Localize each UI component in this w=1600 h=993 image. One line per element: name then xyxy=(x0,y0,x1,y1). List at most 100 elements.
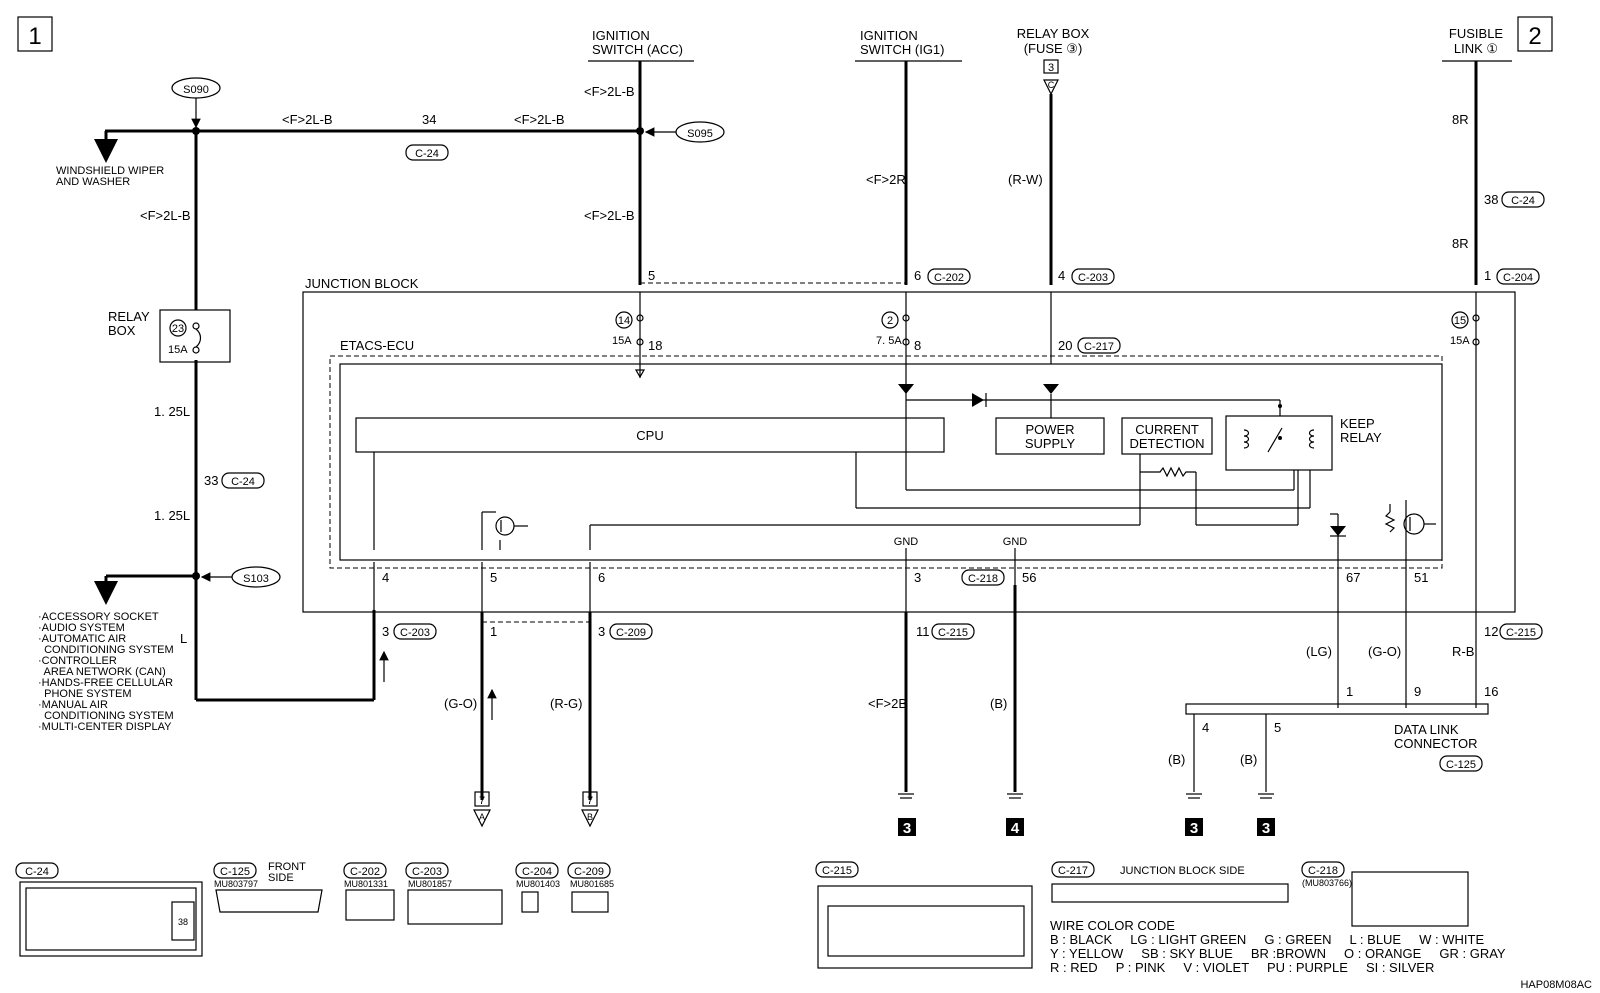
pin-3-ecu: 3 xyxy=(914,570,921,585)
accessory-item: CONDITIONING SYSTEM xyxy=(38,710,174,722)
splice-s103: S103 xyxy=(243,573,269,585)
color-code-row3: R : RED P : PINK V : VIOLET PU : PURPLE … xyxy=(1050,960,1434,975)
fuse-23: 23 xyxy=(172,323,184,335)
conn-c24-right: C-24 xyxy=(1511,195,1535,207)
pin-5-ecu: 5 xyxy=(490,570,497,585)
color-code-row2: Y : YELLOW SB : SKY BLUE BR :BROWN O : O… xyxy=(1050,946,1506,961)
view-c217-side: JUNCTION BLOCK SIDE xyxy=(1120,865,1245,877)
current-detection-block xyxy=(1121,417,1213,455)
pin-51: 51 xyxy=(1414,570,1428,585)
power-supply-label-1: POWER xyxy=(1025,422,1074,437)
fusible-label-2: LINK ① xyxy=(1454,41,1498,56)
pin-6-ecu: 6 xyxy=(598,570,605,585)
pin-4-top: 4 xyxy=(1058,268,1065,283)
wire-label-rw: (R-W) xyxy=(1008,172,1043,187)
splice-s095: S095 xyxy=(687,128,713,140)
wire-label-b-2: (B) xyxy=(1168,752,1185,767)
view-c209-label: C-209 xyxy=(574,866,604,878)
dlc-label-2: CONNECTOR xyxy=(1394,736,1478,751)
wire-label-f2b: <F>2B xyxy=(868,696,907,711)
ground-symbol xyxy=(1007,793,1023,799)
relay-fuse-label-1: RELAY BOX xyxy=(1017,26,1090,41)
fuse-14-amp: 15A xyxy=(612,335,632,347)
connector-view-c217 xyxy=(1051,883,1289,903)
pin-11: 11 xyxy=(916,624,930,639)
wire-label-lg: (LG) xyxy=(1306,644,1332,659)
relay-ref-letter: C xyxy=(1048,80,1055,90)
view-c125-side2: SIDE xyxy=(268,872,294,884)
connector-view-c209 xyxy=(571,891,609,913)
ground-symbol xyxy=(1258,793,1274,799)
conn-c218: C-218 xyxy=(968,573,998,585)
pin-18: 18 xyxy=(648,338,662,353)
wiper-label-1: WINDSHIELD WIPER xyxy=(56,165,164,177)
accessory-item: ·MULTI-CENTER DISPLAY xyxy=(38,721,172,733)
connector-view-c24 xyxy=(19,881,203,957)
gnd-label-1: GND xyxy=(894,536,919,548)
pin-20: 20 xyxy=(1058,338,1072,353)
etacs-ecu-boundary xyxy=(329,355,1443,569)
page-num-right: 2 xyxy=(1528,23,1541,50)
junction-block xyxy=(302,291,1516,613)
ground-ref-3c: 3 xyxy=(1262,820,1270,837)
wire-label-left: <F>2L-B xyxy=(140,208,191,223)
connector-view-c204 xyxy=(521,891,539,913)
ig1-label-2: SWITCH (IG1) xyxy=(860,42,945,57)
view-c217-label: C-217 xyxy=(1058,865,1088,877)
pin-1-top: 1 xyxy=(1484,268,1491,283)
splice-s090: S090 xyxy=(183,84,209,96)
relay-box-label-1: RELAY xyxy=(108,309,150,324)
conn-c204: C-204 xyxy=(1503,272,1533,284)
wire-label-go-right: (G-O) xyxy=(1368,644,1401,659)
keep-relay-label-2: RELAY xyxy=(1340,430,1382,445)
view-c204-label: C-204 xyxy=(522,866,552,878)
fuse-15: 15 xyxy=(1454,315,1466,327)
wiper-label-2: AND WASHER xyxy=(56,176,130,188)
power-supply-label-2: SUPPLY xyxy=(1025,436,1076,451)
wire-label-acc-2: <F>2L-B xyxy=(584,208,635,223)
wire-label-rb: R-B xyxy=(1452,644,1474,659)
pin-6-top: 6 xyxy=(914,268,921,283)
pin-34: 34 xyxy=(422,112,436,127)
pin-8: 8 xyxy=(914,338,921,353)
wire-label-top-right: <F>2L-B xyxy=(514,112,565,127)
conn-c203-bottom: C-203 xyxy=(400,627,430,639)
view-c125-part: MU803797 xyxy=(214,879,258,889)
view-c204-part: MU801403 xyxy=(516,879,560,889)
conn-c209: C-209 xyxy=(616,627,646,639)
conn-c217-top: C-217 xyxy=(1084,341,1114,353)
accessory-item: ·AUTOMATIC AIR xyxy=(38,633,126,645)
wire-label-go-left: (G-O) xyxy=(444,696,477,711)
acc-label-2: SWITCH (ACC) xyxy=(592,42,683,57)
connector-view-c218 xyxy=(1351,871,1469,927)
ref-7b-letter: B xyxy=(587,812,593,822)
ref-7a-letter: A xyxy=(479,812,485,822)
ground-ref-4: 4 xyxy=(1011,820,1020,837)
wire-label-rg: (R-G) xyxy=(550,696,583,711)
wire-label-8r-1: 8R xyxy=(1452,112,1469,127)
view-c202-label: C-202 xyxy=(350,866,380,878)
ground-symbol xyxy=(898,793,914,799)
pin-56: 56 xyxy=(1022,570,1036,585)
data-link-connector xyxy=(1185,703,1489,715)
current-detection-label-1: CURRENT xyxy=(1135,422,1199,437)
color-code-row1: B : BLACK LG : LIGHT GREEN G : GREEN L :… xyxy=(1050,932,1484,947)
wire-label-l: L xyxy=(180,631,187,646)
connector-view-c203 xyxy=(407,889,503,925)
junction-block-label: JUNCTION BLOCK xyxy=(305,276,419,291)
view-c24-pin38: 38 xyxy=(178,917,188,927)
etacs-ecu-label: ETACS-ECU xyxy=(340,338,414,353)
diagram-code: HAP08M08AC xyxy=(1520,979,1592,991)
dlc-pin-16: 16 xyxy=(1484,684,1498,699)
connector-view-c215 xyxy=(817,885,1033,969)
view-c218-part: (MU803766) xyxy=(1302,878,1352,888)
view-c215-label: C-215 xyxy=(822,865,852,877)
ref-7a-num: 7 xyxy=(479,795,485,807)
color-code-title: WIRE COLOR CODE xyxy=(1050,918,1175,933)
keep-relay-block xyxy=(1225,415,1333,471)
acc-label-1: IGNITION xyxy=(592,28,650,43)
conn-c203-top: C-203 xyxy=(1078,272,1108,284)
accessory-item: PHONE SYSTEM xyxy=(38,688,132,700)
current-detection-label-2: DETECTION xyxy=(1129,436,1204,451)
